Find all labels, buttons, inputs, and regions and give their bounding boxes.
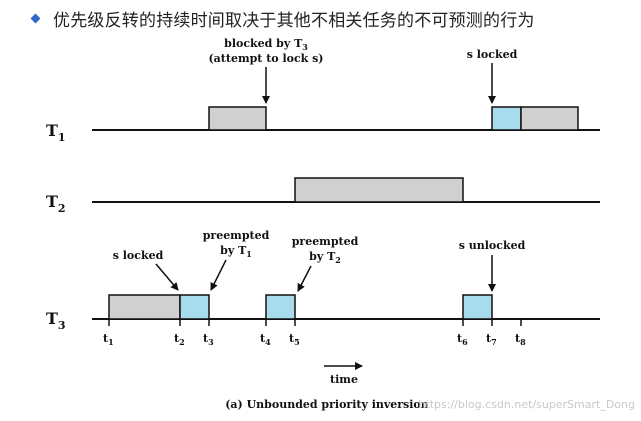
annotation-blocked-detail: (attempt to lock s) — [208, 52, 323, 65]
t1-block-run — [520, 106, 579, 131]
arrow-preempted-t2 — [297, 265, 312, 292]
watermark: https://blog.csdn.net/superSmart_Dong — [418, 398, 635, 411]
header: 优先级反转的持续时间取决于其他不相关任务的不可预测的行为 — [10, 6, 535, 31]
t3-block-critical-2 — [265, 294, 296, 320]
header-text: 优先级反转的持续时间取决于其他不相关任务的不可预测的行为 — [53, 10, 535, 31]
tick-label-t1: t1 — [103, 332, 114, 347]
t1-block-blocked — [208, 106, 267, 131]
arrow-preempted-t1 — [210, 259, 227, 291]
row-label-t2: T2 — [46, 192, 66, 215]
t1-block-critical — [491, 106, 522, 131]
tick-label-t6: t6 — [457, 332, 468, 347]
row-label-t1: T1 — [46, 121, 66, 144]
annotation-s-locked-t1: s locked — [467, 48, 518, 61]
annotation-blocked: blocked by T3 — [224, 37, 308, 52]
t3-block-critical-3 — [462, 294, 493, 320]
tick-label-t4: t4 — [260, 332, 271, 347]
t2-block-run — [294, 177, 464, 203]
caption: (a) Unbounded priority inversion — [225, 398, 429, 411]
tick-label-t7: t7 — [486, 332, 497, 347]
arrow-s-locked-t3 — [155, 263, 179, 291]
t3-block-run — [108, 294, 181, 320]
annotation-preempted-t1: preempted — [203, 229, 270, 242]
tick-label-t3: t3 — [203, 332, 214, 347]
annotation-preempted-t2: preempted — [292, 235, 359, 248]
t3-block-critical-1 — [179, 294, 210, 320]
tick-label-t8: t8 — [515, 332, 526, 347]
annotation-s-unlocked: s unlocked — [459, 239, 526, 252]
annotation-preempted-t1-by: by T1 — [220, 244, 252, 259]
tick-marks — [108, 319, 522, 326]
annotation-preempted-t2-by: by T2 — [309, 250, 341, 265]
time-label: time — [330, 373, 358, 386]
row-label-t3: T3 — [46, 309, 66, 332]
tick-label-t2: t2 — [174, 332, 185, 347]
annotation-s-locked-t3: s locked — [113, 249, 164, 262]
tick-label-t5: t5 — [289, 332, 300, 347]
